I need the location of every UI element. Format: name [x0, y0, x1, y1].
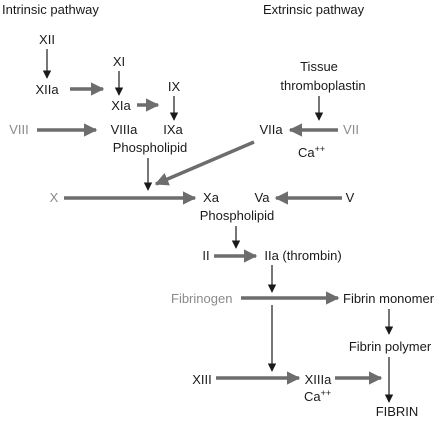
factor-xiia-label: XIIa [35, 82, 59, 97]
factor-viia-label: VIIa [259, 122, 283, 137]
intrinsic-pathway-heading: Intrinsic pathway [2, 2, 99, 17]
calcium-label-1: Ca++ [298, 144, 325, 160]
fibrin-monomer-label: Fibrin monomer [343, 291, 435, 306]
factor-xa-label: Xa [203, 190, 220, 205]
factor-ii-label: II [202, 248, 209, 263]
factor-viiia-label: VIIIa [111, 122, 139, 137]
fibrin-polymer-label: Fibrin polymer [349, 339, 432, 354]
activation-arrows [42, 49, 394, 403]
factor-xia-label: XIa [111, 98, 131, 113]
tissue-label: Tissue [300, 59, 338, 74]
factor-xi-label: XI [113, 54, 125, 69]
phospholipid-label-2: Phospholipid [200, 208, 274, 223]
calcium-label-2: Ca++ [304, 388, 331, 404]
factor-xiii-label: XIII [192, 372, 212, 387]
factor-vii-label: VII [343, 122, 359, 137]
reaction-arrows [37, 82, 383, 385]
factor-viii-label: VIII [9, 122, 29, 137]
fibrinogen-label: Fibrinogen [171, 291, 232, 306]
phospholipid-label-1: Phospholipid [113, 140, 187, 155]
factor-va-label: Va [255, 190, 271, 205]
factor-ixa-label: IXa [163, 122, 183, 137]
thromboplastin-label: thromboplastin [280, 78, 365, 93]
extrinsic-pathway-heading: Extrinsic pathway [263, 2, 365, 17]
fibrin-final-label: FIBRIN [376, 404, 419, 419]
arrow-viia-to-x [154, 140, 255, 186]
factor-v-label: V [346, 190, 355, 205]
factor-ix-label: IX [168, 79, 181, 94]
factor-xiiia-label: XIIIa [305, 372, 333, 387]
thrombin-label: IIa (thrombin) [264, 248, 341, 263]
factor-xii-label: XII [39, 32, 55, 47]
factor-x-label: X [50, 190, 59, 205]
